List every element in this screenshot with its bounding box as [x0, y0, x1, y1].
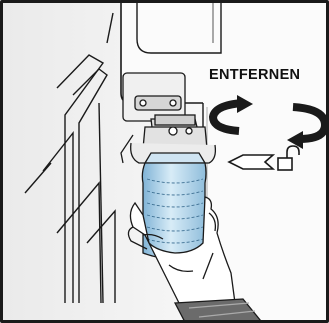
remove-instruction-label: ENTFERNEN — [209, 67, 329, 83]
water-filter-cartridge — [142, 153, 206, 259]
filter-removal-illustration — [3, 3, 329, 323]
